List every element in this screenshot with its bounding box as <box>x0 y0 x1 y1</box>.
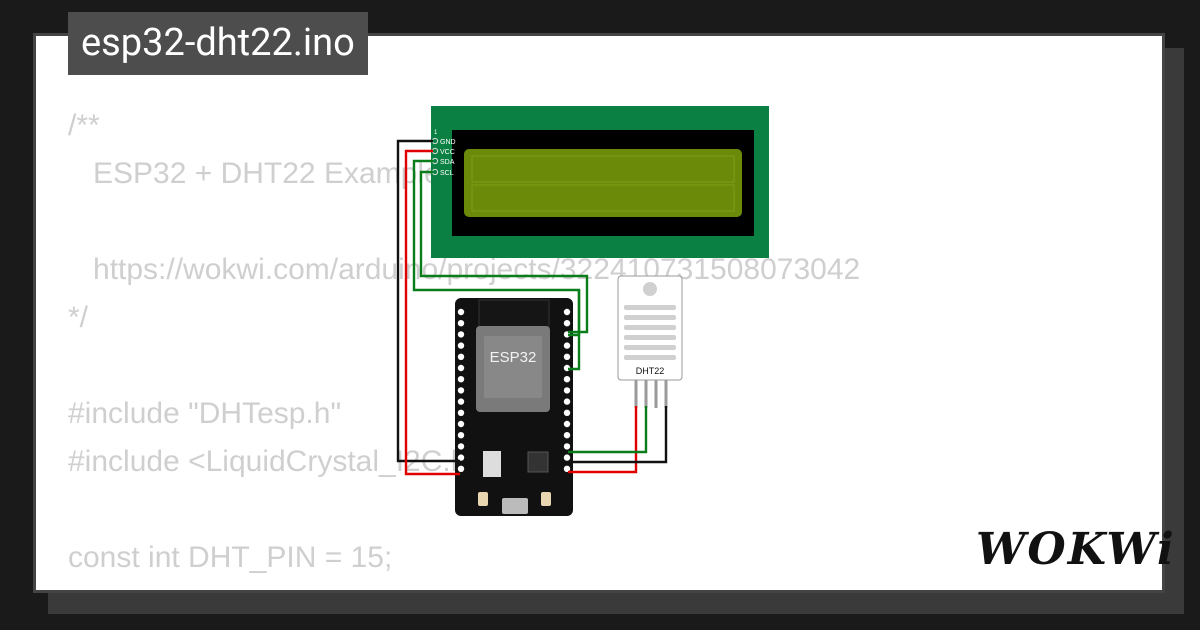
esp32-pin <box>563 387 571 394</box>
wire-sda-esp <box>568 290 581 371</box>
lcd-pin-sda: SDA <box>440 159 455 166</box>
esp32-pin <box>457 398 465 405</box>
esp32-pin <box>457 420 465 428</box>
code-line: ESP32 + DHT22 Example <box>68 157 441 190</box>
esp32-pin <box>457 376 465 383</box>
lcd-display: 1 GND VCC SDA SCL <box>431 106 769 258</box>
esp32-pin <box>563 320 571 327</box>
wokwi-logo: WOKWi <box>976 524 1176 575</box>
esp32-pin <box>457 465 465 472</box>
project-title: esp32-dht22.ino <box>68 12 368 75</box>
esp32-pin <box>457 432 465 439</box>
dht22-sensor: DHT22 <box>617 275 683 408</box>
wire-dht-gnd <box>568 406 668 464</box>
esp32-pin <box>457 387 465 394</box>
wires <box>396 139 668 476</box>
code-line: const int DHT_PIN = 15; <box>68 541 393 574</box>
esp32-pin <box>563 342 571 349</box>
esp32-pin <box>457 353 465 360</box>
code-line: https://wokwi.com/arduino/projects/32241… <box>68 253 861 286</box>
esp32-pin <box>563 465 571 472</box>
esp32-pin <box>563 432 571 439</box>
wire-scl-lcd <box>419 170 589 334</box>
wire-sda-lcd <box>412 159 581 337</box>
code-preview: /** ESP32 + DHT22 Example https://wokwi.… <box>68 102 860 582</box>
esp32-pin <box>563 420 571 428</box>
code-line: #include "DHTesp.h" <box>68 397 342 430</box>
esp32-pin <box>563 308 571 316</box>
lcd-pin-gnd: GND <box>440 139 456 146</box>
wire-dht-data <box>568 406 648 454</box>
wire-vcc-lcd <box>404 149 460 476</box>
esp32-board: ESP32 <box>455 298 573 516</box>
esp32-pin <box>457 443 465 450</box>
esp32-pin <box>457 364 465 372</box>
dht22-label: DHT22 <box>636 366 665 376</box>
esp32-pin <box>563 376 571 383</box>
lcd-pin-vcc: VCC <box>440 149 455 156</box>
esp32-pin <box>563 409 571 416</box>
esp32-label: ESP32 <box>490 349 537 366</box>
esp32-pin <box>563 398 571 405</box>
esp32-pin <box>563 454 571 461</box>
wire-gnd-lcd <box>396 139 460 463</box>
esp32-pin <box>457 454 465 461</box>
esp32-pin <box>563 443 571 450</box>
code-line: */ <box>68 301 89 334</box>
esp32-pin <box>457 342 465 349</box>
code-line: /** <box>68 109 100 142</box>
esp32-pin <box>457 409 465 416</box>
svg-text:1: 1 <box>434 130 438 136</box>
wire-dht-vcc <box>568 406 638 474</box>
esp32-pin <box>563 353 571 360</box>
esp32-pin <box>457 331 465 338</box>
lcd-pin-scl: SCL <box>440 170 454 177</box>
esp32-pin <box>457 320 465 327</box>
esp32-pin <box>457 308 465 316</box>
